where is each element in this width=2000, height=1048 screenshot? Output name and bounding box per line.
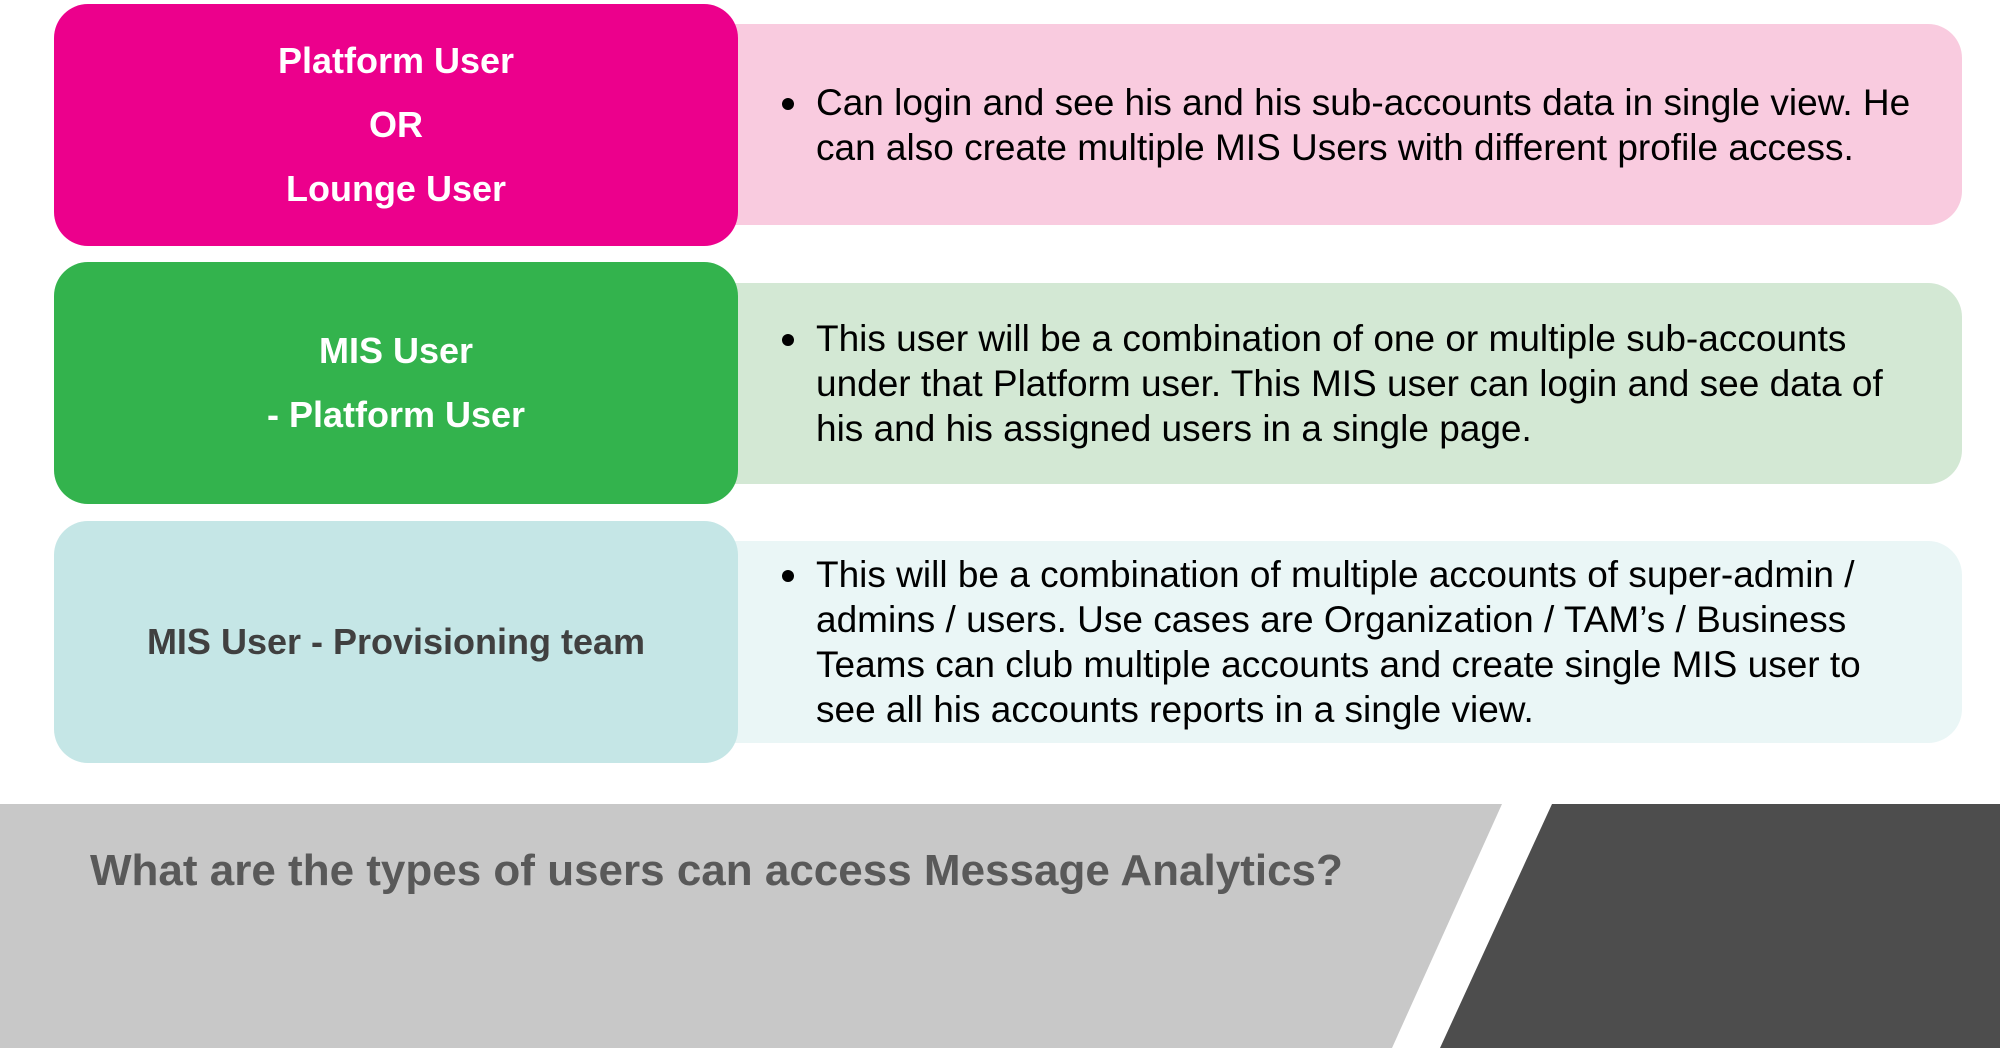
user-type-label: MIS User - Provisioning team (54, 521, 738, 763)
description-list: Can login and see his and his sub-accoun… (782, 80, 1922, 170)
label-line: - Platform User (266, 394, 526, 435)
description-box: This user will be a combination of one o… (720, 283, 1962, 484)
slide-title: What are the types of users can access M… (90, 846, 1343, 895)
label-line: Platform User (277, 40, 515, 81)
footer-band (0, 804, 2000, 1048)
description-text: Can login and see his and his sub-accoun… (816, 81, 1911, 168)
footer-dark-band (1440, 804, 2000, 1048)
label-line: OR (369, 104, 423, 145)
user-type-label: MIS User - Platform User (54, 262, 738, 504)
label-line: Lounge User (285, 168, 507, 209)
description-box: This will be a combination of multiple a… (720, 541, 1962, 743)
footer-light-band (0, 804, 1502, 1048)
description-item: Can login and see his and his sub-accoun… (782, 80, 1922, 170)
bullet-icon (782, 570, 794, 582)
description-box: Can login and see his and his sub-accoun… (720, 24, 1962, 225)
description-list: This user will be a combination of one o… (782, 316, 1922, 451)
bullet-icon (782, 334, 794, 346)
description-item: This will be a combination of multiple a… (782, 552, 1922, 732)
description-text: This user will be a combination of one o… (816, 318, 1883, 449)
bullet-icon (782, 97, 794, 110)
description-text: This will be a combination of multiple a… (816, 554, 1861, 730)
user-type-label: Platform User OR Lounge User (54, 4, 738, 246)
description-list: This will be a combination of multiple a… (782, 552, 1922, 732)
label-line: MIS User - Provisioning team (146, 621, 646, 662)
description-item: This user will be a combination of one o… (782, 316, 1922, 451)
label-line: MIS User (318, 330, 474, 371)
